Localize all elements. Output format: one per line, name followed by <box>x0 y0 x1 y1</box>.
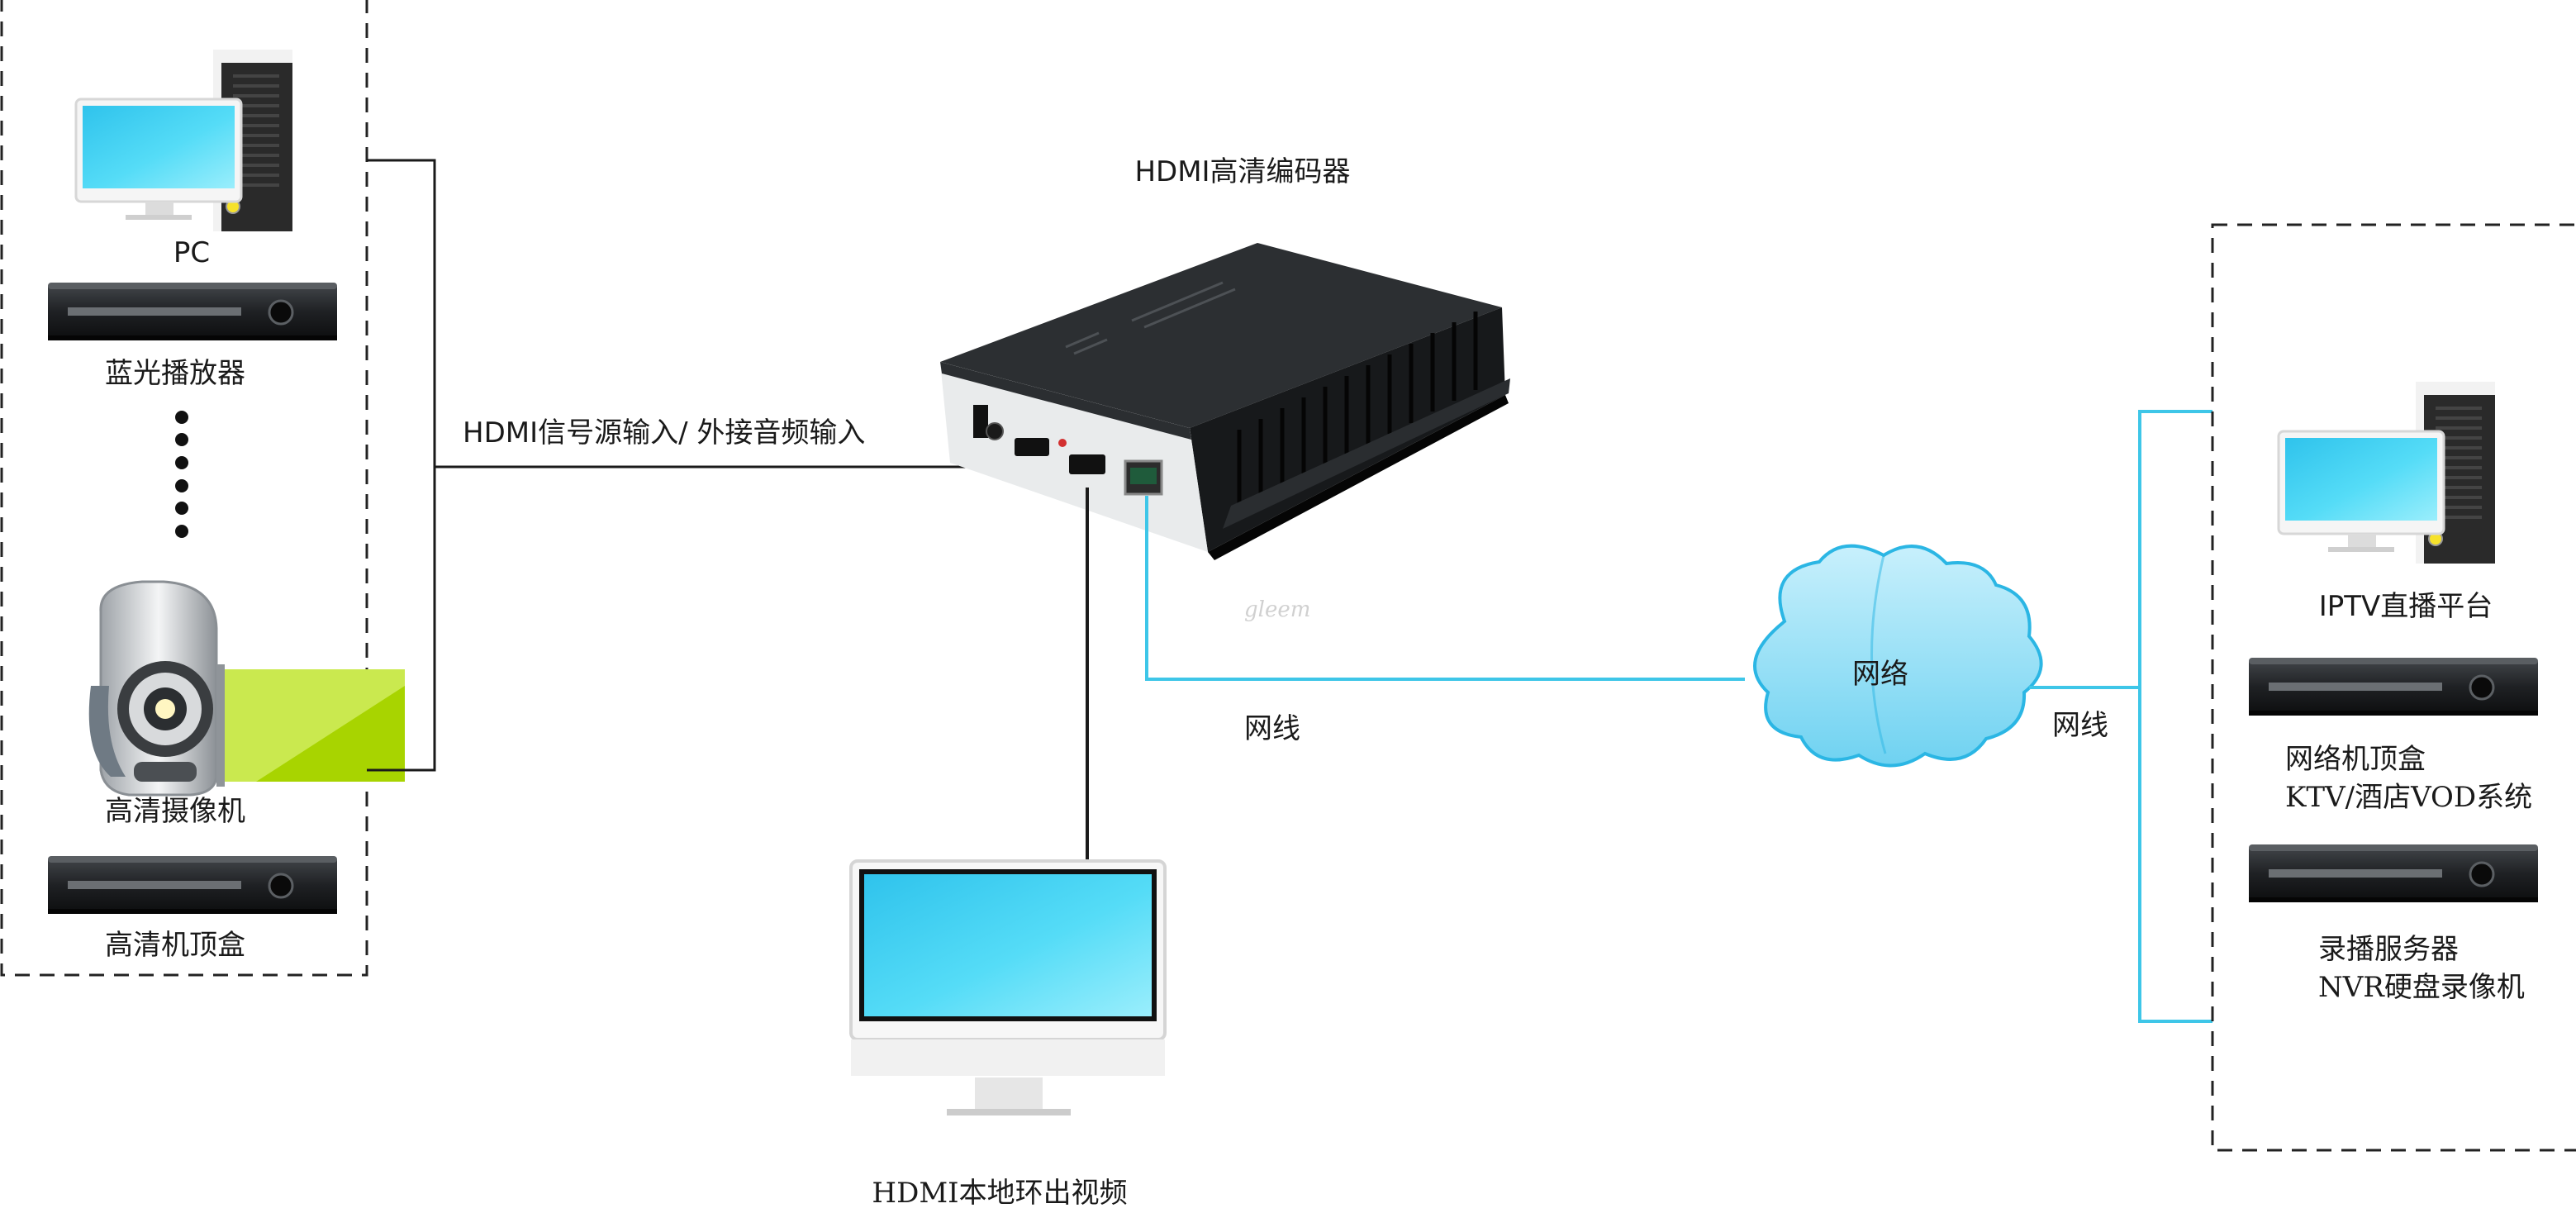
watermark: gleem <box>1244 597 1310 622</box>
label-camera: 高清摄像机 <box>105 795 245 828</box>
ellipsis-dots-icon <box>175 411 188 538</box>
hdmi-encoder-icon <box>940 243 1510 560</box>
label-net-stb-line2: KTV/酒店VOD系统 <box>2285 781 2533 814</box>
label-input: HDMI信号源输入/ 外接音频输入 <box>463 416 866 450</box>
label-net-stb: 网络机顶盒 KTV/酒店VOD系统 <box>2285 740 2532 816</box>
desktop-pc-icon <box>74 48 294 233</box>
server-icon-recorder <box>2247 843 2540 904</box>
label-recorder-line2: NVR硬盘录像机 <box>2318 971 2525 1004</box>
label-recorder: 录播服务器 NVR硬盘录像机 <box>2318 930 2525 1006</box>
camcorder-icon <box>88 580 405 797</box>
label-cable-left: 网线 <box>1244 712 1300 745</box>
monitor-icon <box>849 859 1167 1115</box>
label-local-output: HDMI本地环出视频 <box>872 1177 1128 1210</box>
sources-group-frame <box>0 0 368 977</box>
label-pc: PC <box>173 236 211 269</box>
network-cable-left <box>1145 496 1745 681</box>
source-bracket-connector <box>367 159 983 772</box>
desktop-pc-icon-iptv <box>2277 380 2497 565</box>
label-bluray: 蓝光播放器 <box>105 357 245 390</box>
label-cable-right: 网线 <box>2052 709 2108 742</box>
label-iptv: IPTV直播平台 <box>2318 590 2493 623</box>
label-net-stb-line1: 网络机顶盒 <box>2285 743 2426 776</box>
network-cable-right <box>2029 410 2212 1023</box>
cloud-network-icon <box>1753 544 2043 768</box>
set-top-box-icon <box>46 854 339 916</box>
encoder-title: HDMI高清编码器 <box>1134 155 1351 188</box>
targets-group-frame <box>2211 223 2576 1152</box>
server-icon <box>2247 656 2540 717</box>
label-recorder-line1: 录播服务器 <box>2318 933 2459 966</box>
label-stb: 高清机顶盒 <box>105 929 245 962</box>
label-network: 网络 <box>1852 658 1908 691</box>
bluray-player-icon <box>46 281 339 342</box>
